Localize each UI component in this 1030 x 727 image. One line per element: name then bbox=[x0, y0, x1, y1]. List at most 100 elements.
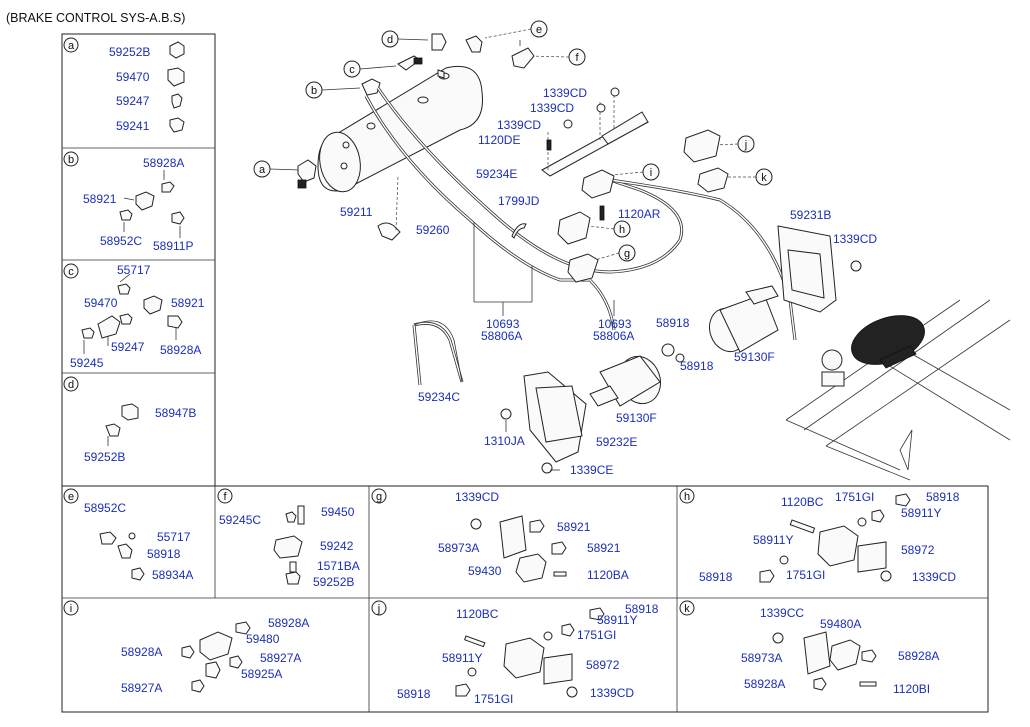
g-58921-b: 58921 bbox=[587, 541, 621, 555]
label-1339ce: 1339CE bbox=[570, 463, 613, 477]
svg-text:d: d bbox=[68, 379, 74, 391]
h-1339cd: 1339CD bbox=[912, 570, 956, 584]
a-59241: 59241 bbox=[116, 119, 150, 133]
svg-text:i: i bbox=[650, 167, 652, 179]
panel-letter-g bbox=[371, 488, 387, 504]
svg-text:e: e bbox=[68, 491, 74, 503]
e-55717: 55717 bbox=[157, 530, 191, 544]
c-59245: 59245 bbox=[70, 356, 104, 370]
svg-text:a: a bbox=[259, 164, 266, 176]
label-10693-b: 10693 bbox=[598, 317, 632, 331]
svg-text:c: c bbox=[68, 266, 74, 278]
c-59470: 59470 bbox=[84, 296, 118, 310]
a-59247: 59247 bbox=[116, 94, 150, 108]
panel-letters: a b c d e f g h i j k bbox=[63, 37, 695, 616]
i-58928a-a: 58928A bbox=[268, 616, 309, 630]
line-brackets bbox=[473, 222, 615, 316]
h-1751gi-a: 1751GI bbox=[835, 490, 874, 504]
label-59130f-b: 59130F bbox=[616, 411, 657, 425]
h-58911y-a: 58911Y bbox=[901, 506, 941, 520]
svg-text:g: g bbox=[624, 248, 630, 260]
panel-k: 1339CC 59480A 58973A 58928A 58928A 1120B… bbox=[741, 606, 939, 696]
svg-text:c: c bbox=[349, 64, 355, 76]
label-59211: 59211 bbox=[340, 205, 373, 219]
svg-text:d: d bbox=[387, 34, 393, 46]
valves-main bbox=[557, 129, 729, 283]
svg-text:f: f bbox=[575, 52, 579, 64]
b-58921: 58921 bbox=[83, 192, 117, 206]
label-1339cd-3: 1339CD bbox=[497, 118, 541, 132]
svg-text:g: g bbox=[376, 491, 382, 503]
j-1120bc: 1120BC bbox=[456, 607, 499, 621]
main-callouts: a b c d e f j k i h g bbox=[253, 20, 773, 263]
panel-letter-b bbox=[63, 151, 79, 167]
c-59247: 59247 bbox=[111, 340, 145, 354]
j-1339cd: 1339CD bbox=[590, 686, 634, 700]
abs-modulator-upper bbox=[708, 225, 837, 353]
h-58918-a: 58918 bbox=[926, 490, 960, 504]
svg-text:j: j bbox=[377, 603, 380, 615]
k-58928a-b: 58928A bbox=[744, 677, 785, 691]
g-1339cd: 1339CD bbox=[455, 490, 499, 504]
panel-letter-j bbox=[371, 600, 387, 616]
j-58972: 58972 bbox=[586, 658, 620, 672]
c-58921: 58921 bbox=[171, 296, 205, 310]
label-1339cd-1: 1339CD bbox=[543, 86, 587, 100]
svg-text:i: i bbox=[70, 603, 72, 615]
g-58973a: 58973A bbox=[438, 541, 479, 555]
panel-j: 1120BC 58918 58911Y 1751GI 58911Y 58972 … bbox=[397, 602, 659, 706]
panel-g: 1339CD 58921 58973A 58921 59430 1120BA bbox=[438, 490, 629, 583]
j-58918-a: 58918 bbox=[625, 602, 659, 616]
abs-modulator-lower bbox=[523, 343, 685, 463]
svg-text:a: a bbox=[68, 40, 75, 52]
label-59231b: 59231B bbox=[790, 208, 831, 222]
clamp-59260 bbox=[377, 175, 401, 241]
k-1339cc: 1339CC bbox=[760, 606, 804, 620]
e-58934a: 58934A bbox=[152, 568, 193, 582]
g-1120ba: 1120BA bbox=[587, 568, 629, 582]
svg-text:b: b bbox=[311, 85, 317, 97]
panel-h: 1120BC 1751GI 58918 58911Y 58911Y 58972 … bbox=[699, 490, 960, 584]
panel-c: 55717 59470 58921 59247 58928A 59245 bbox=[70, 263, 205, 370]
svg-text:j: j bbox=[744, 139, 747, 151]
i-58927a-a: 58927A bbox=[260, 651, 301, 665]
panel-letter-c bbox=[63, 263, 79, 279]
label-59232e: 59232E bbox=[596, 435, 637, 449]
i-59480: 59480 bbox=[246, 632, 280, 646]
svg-text:h: h bbox=[619, 224, 625, 236]
panel-letter-h bbox=[679, 488, 695, 504]
b-58911p: 58911P bbox=[153, 239, 193, 253]
label-59234e: 59234E bbox=[476, 167, 517, 181]
h-58911y-b: 58911Y bbox=[753, 533, 793, 547]
c-55717: 55717 bbox=[117, 263, 151, 277]
panel-f: 59245C 59450 59242 1571BA 59252B bbox=[219, 505, 360, 589]
clip-1799jd bbox=[511, 223, 527, 239]
h-1120bc: 1120BC bbox=[781, 495, 824, 509]
hardware-main bbox=[500, 87, 862, 474]
panel-d: 58947B 59252B bbox=[84, 403, 196, 464]
bracket-59234e bbox=[541, 92, 649, 177]
label-58806a-a: 58806A bbox=[481, 329, 522, 343]
i-58927a-b: 58927A bbox=[121, 681, 162, 695]
e-58952c: 58952C bbox=[84, 501, 126, 515]
d-58947b: 58947B bbox=[155, 406, 196, 420]
panel-grid bbox=[61, 33, 989, 713]
panel-e: 58952C 55717 58918 58934A bbox=[84, 501, 193, 582]
j-58918-b: 58918 bbox=[397, 687, 431, 701]
j-1751gi-b: 1751GI bbox=[474, 692, 513, 706]
g-58921-a: 58921 bbox=[557, 520, 591, 534]
air-tank bbox=[317, 66, 484, 193]
panel-b: 58928A 58921 58952C 58911P bbox=[83, 156, 193, 253]
label-1120de: 1120DE bbox=[478, 133, 520, 147]
diagram-title: (BRAKE CONTROL SYS-A.B.S) bbox=[6, 11, 185, 25]
b-58952c: 58952C bbox=[100, 234, 142, 248]
panel-letter-e bbox=[63, 488, 79, 504]
b-58928a: 58928A bbox=[143, 156, 184, 170]
main-assembly: a b c d e f j k i h g bbox=[253, 20, 1011, 481]
a-59252b: 59252B bbox=[109, 45, 150, 59]
panel-letter-i bbox=[63, 600, 79, 616]
main-labels: 59211 59260 1799JD 10693 58806A 10693 58… bbox=[340, 86, 877, 477]
svg-text:h: h bbox=[684, 491, 690, 503]
svg-text:f: f bbox=[223, 491, 227, 503]
